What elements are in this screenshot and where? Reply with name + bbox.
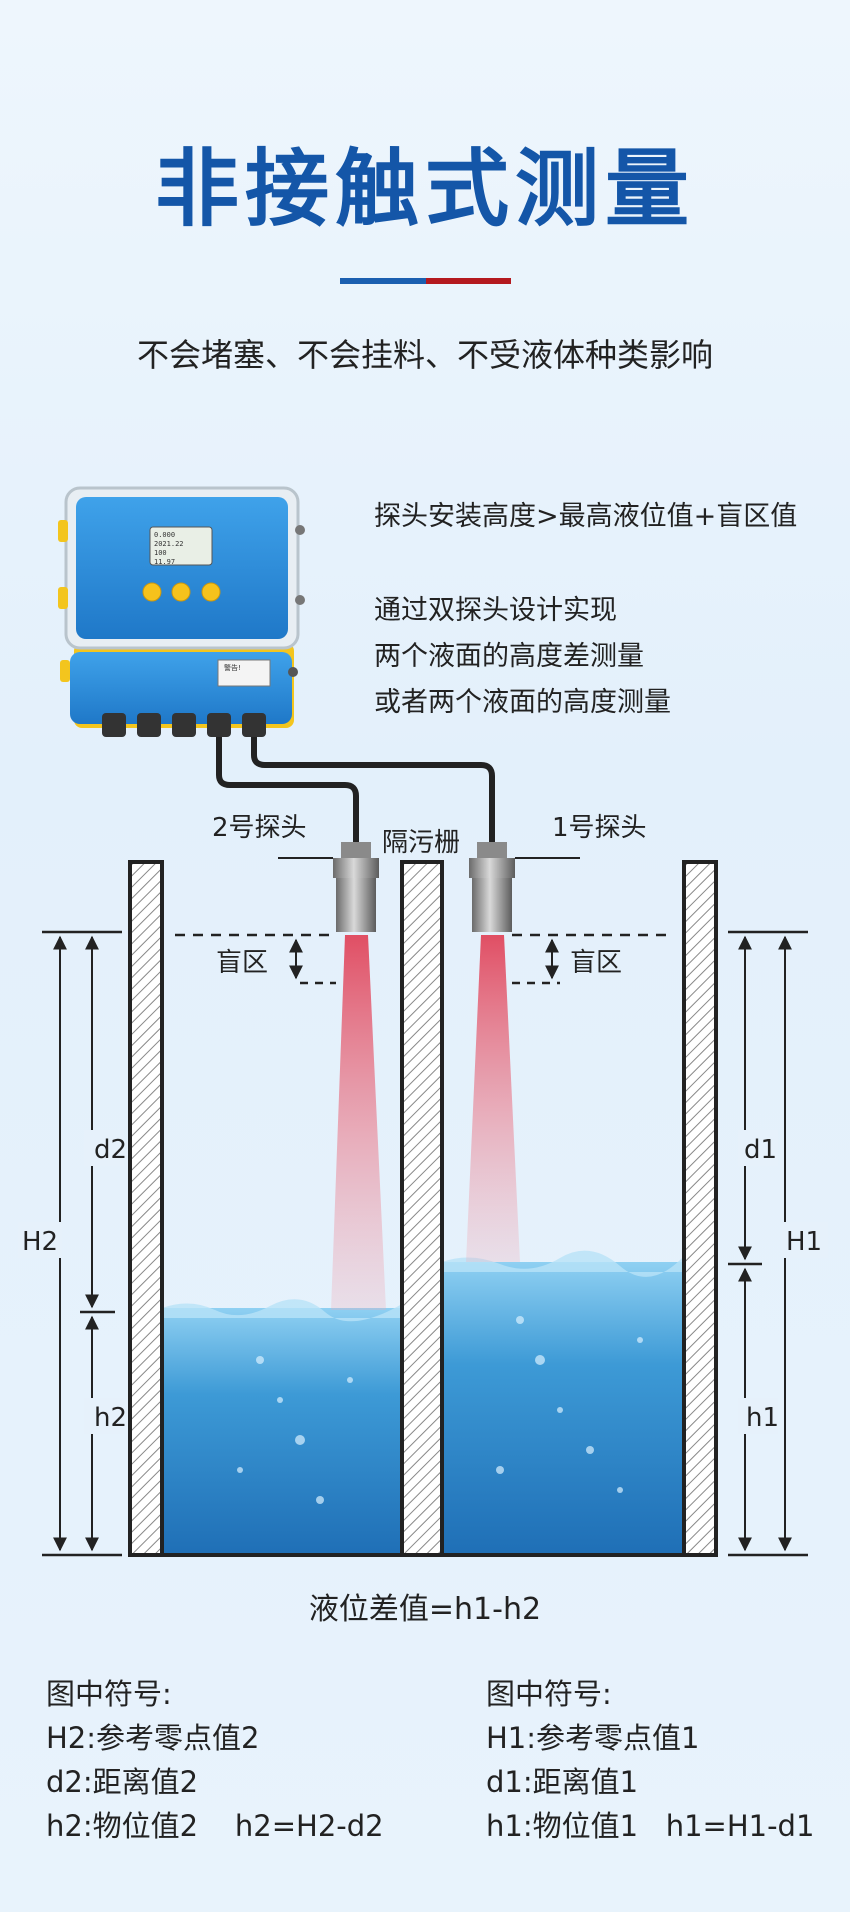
- device-screen: [149, 526, 213, 566]
- note-install-height: 探头安装高度>最高液位值+盲区值: [374, 501, 798, 532]
- label-grid: 隔污栅: [382, 828, 460, 858]
- bubble: [316, 1496, 324, 1504]
- bubble: [277, 1397, 283, 1403]
- label-d2: d2: [94, 1135, 127, 1165]
- device-screw-2: [295, 595, 305, 605]
- cable-gland-2: [137, 713, 161, 737]
- page-title: 非接触式测量: [154, 140, 695, 238]
- probe-2: [333, 842, 379, 932]
- legend-right-heading: 图中符号:: [486, 1677, 612, 1711]
- legend-right-item-d1: d1:距离值1: [486, 1765, 639, 1799]
- legend-right-item-H1: H1:参考零点值1: [486, 1721, 700, 1755]
- label-bg-d2: [84, 1130, 124, 1166]
- device-screen-row-1: 0.000: [154, 531, 175, 539]
- device-screen-row-2: 2021.22: [154, 540, 184, 548]
- level-difference-formula: 液位差值=h1-h2: [308, 1592, 542, 1627]
- probe-2-body: [336, 878, 376, 932]
- cable-gland-1: [102, 713, 126, 737]
- device-screw-1: [295, 525, 305, 535]
- grid-wall-middle: [400, 860, 444, 1557]
- water-right: [442, 1262, 684, 1555]
- note-line-3: 或者两个液面的高度测量: [374, 687, 671, 718]
- bubble: [637, 1337, 643, 1343]
- water-left: [162, 1308, 402, 1555]
- label-probe-2: 2号探头: [212, 813, 307, 843]
- legend-left-item-h2: h2:物位值2 h2=H2-d2: [46, 1809, 384, 1843]
- legend-left-item-H2: H2:参考零点值2: [46, 1721, 260, 1755]
- device-button-1: [142, 582, 162, 602]
- probe-1: [469, 842, 515, 932]
- probe-1-nut: [469, 858, 515, 878]
- label-bg-H2: [18, 1222, 62, 1258]
- probe-2-nut: [333, 858, 379, 878]
- device-front-panel: [76, 497, 288, 639]
- bubble: [586, 1446, 594, 1454]
- page-subtitle: 不会堵塞、不会挂料、不受液体种类影响: [136, 336, 713, 374]
- label-bg-h1: [738, 1398, 778, 1434]
- label-bg-d1: [738, 1130, 778, 1166]
- bubble: [535, 1355, 545, 1365]
- legend-left-item-d2: d2:距离值2: [46, 1765, 199, 1799]
- device-button-2: [171, 582, 191, 602]
- probe-2-cap: [341, 842, 371, 858]
- device-screw-3: [288, 667, 298, 677]
- cable-gland-4: [207, 713, 231, 737]
- legend-left-heading: 图中符号:: [46, 1677, 172, 1711]
- device-screen-row-4: 11.97: [154, 558, 175, 566]
- bubble: [347, 1377, 353, 1383]
- water-right-surface: [442, 1250, 684, 1277]
- transmitter-device: 0.000 2021.22 100 11.97 警告!: [58, 486, 305, 737]
- bubble: [496, 1466, 504, 1474]
- label-blind-zone-left: 盲区: [216, 948, 268, 978]
- bubble: [617, 1487, 623, 1493]
- title-divider-blue: [340, 278, 426, 284]
- device-hinge-bottom: [58, 587, 68, 609]
- water-bubbles: [237, 1316, 643, 1504]
- probe-1-cap: [477, 842, 507, 858]
- bubble: [295, 1435, 305, 1445]
- cable-probe-1: [251, 737, 495, 845]
- water-left-surface: [162, 1299, 402, 1322]
- legend-right-item-h1: h1:物位值1 h1=H1-d1: [486, 1809, 815, 1843]
- label-blind-zone-right: 盲区: [570, 948, 622, 978]
- label-H1: H1: [786, 1227, 822, 1257]
- label-h2: h2: [94, 1403, 127, 1433]
- tank-wall-left: [128, 860, 164, 1557]
- label-H2: H2: [22, 1227, 58, 1257]
- ultrasonic-beam-1: [466, 935, 520, 1262]
- tank-wall-right: [682, 860, 718, 1557]
- bubble: [516, 1316, 524, 1324]
- legend-left: 图中符号: H2:参考零点值2 d2:距离值2 h2:物位值2 h2=H2-d2: [46, 1672, 384, 1848]
- device-button-3: [201, 582, 221, 602]
- label-probe-1: 1号探头: [552, 813, 647, 843]
- label-bg-H1: [782, 1222, 828, 1258]
- cable-gland-3: [172, 713, 196, 737]
- ultrasonic-beam-2: [331, 935, 386, 1310]
- cable-glands: [102, 713, 266, 737]
- bubble: [237, 1467, 243, 1473]
- device-hinge-lower: [60, 660, 70, 682]
- label-h1: h1: [746, 1403, 779, 1433]
- device-warning-label-text: 警告!: [224, 663, 241, 672]
- note-line-1: 通过双探头设计实现: [374, 595, 617, 626]
- probe-1-body: [472, 878, 512, 932]
- note-line-2: 两个液面的高度差测量: [374, 641, 644, 672]
- device-hinge-top: [58, 520, 68, 542]
- device-screen-row-3: 100: [154, 549, 167, 557]
- title-divider-red: [426, 278, 511, 284]
- label-d1: d1: [744, 1135, 777, 1165]
- bubble: [557, 1407, 563, 1413]
- label-bg-h2: [84, 1398, 124, 1434]
- device-warning-label: [217, 659, 271, 687]
- measurement-diagram: 0.000 2021.22 100 11.97 警告!: [18, 486, 828, 1557]
- cable-gland-5: [242, 713, 266, 737]
- bubble: [256, 1356, 264, 1364]
- cable-probe-2: [216, 737, 359, 845]
- legend-right: 图中符号: H1:参考零点值1 d1:距离值1 h1:物位值1 h1=H1-d1: [486, 1672, 814, 1848]
